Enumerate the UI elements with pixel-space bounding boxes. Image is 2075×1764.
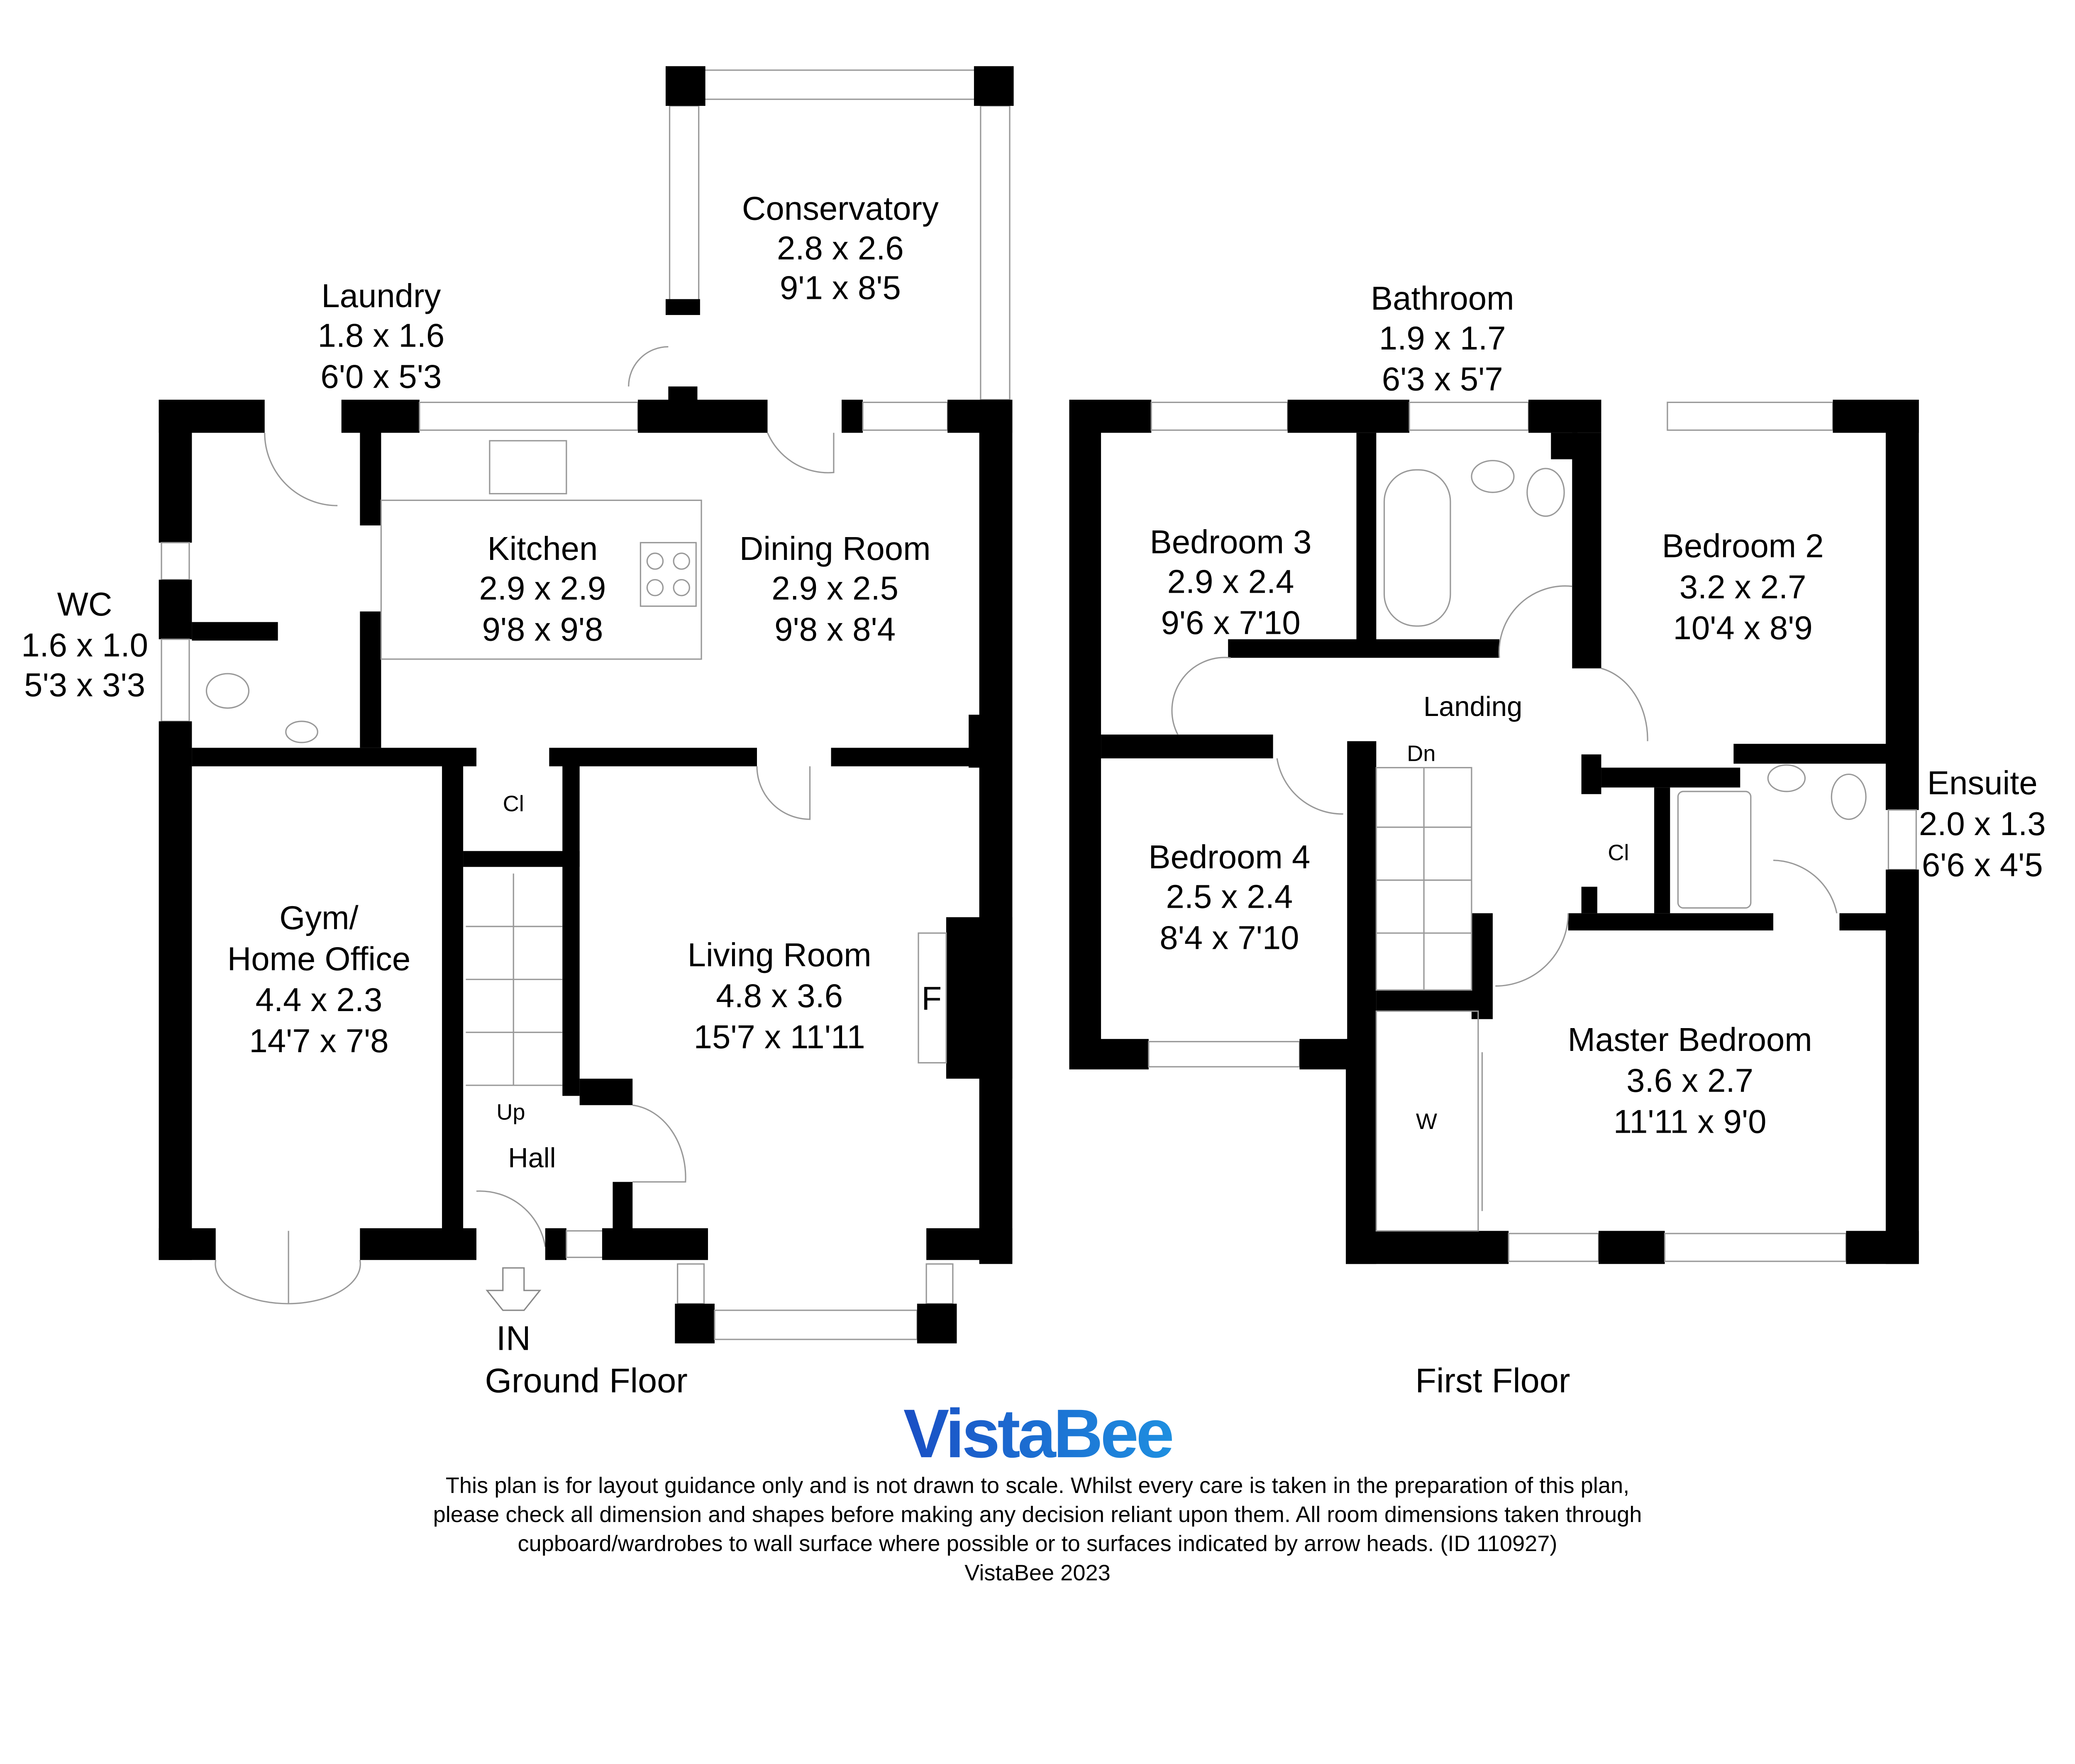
room-dimensions-metric: 2.9 x 2.5: [771, 570, 898, 607]
disclaimer-line: This plan is for layout guidance only an…: [446, 1473, 1629, 1498]
room-conservatory: Conservatory 2.8 x 2.6 9'1 x 8'5: [742, 190, 939, 306]
room-ensuite: Ensuite 2.0 x 1.3 6'6 x 4'5: [1919, 764, 2046, 883]
room-bathroom: Bathroom 1.9 x 1.7 6'3 x 5'7: [1371, 280, 1514, 398]
room-laundry: Laundry 1.8 x 1.6 6'0 x 5'3: [317, 277, 444, 395]
room-dimensions-imperial: 5'3 x 3'3: [24, 666, 145, 703]
room-name: Living Room: [688, 936, 872, 973]
cupboard-label: Cl: [503, 792, 524, 816]
disclaimer-line: cupboard/wardrobes to wall surface where…: [518, 1531, 1557, 1556]
room-dimensions-metric: 1.8 x 1.6: [317, 317, 444, 354]
room-dimensions-imperial: 9'1 x 8'5: [780, 269, 901, 306]
room-name: Bedroom 2: [1662, 527, 1824, 564]
room-dimensions-imperial: 6'3 x 5'7: [1382, 361, 1503, 398]
first-floor-title: First Floor: [1415, 1361, 1570, 1400]
room-dimensions-metric: 1.9 x 1.7: [1379, 320, 1506, 357]
first-floor-plan: [1069, 400, 1919, 1264]
disclaimer-line: please check all dimension and shapes be…: [433, 1502, 1642, 1527]
room-name: Kitchen: [487, 530, 598, 567]
room-bedroom-2: Bedroom 2 3.2 x 2.7 10'4 x 8'9: [1662, 527, 1824, 646]
entrance-arrow-icon: [486, 1267, 542, 1311]
room-name: Bedroom 4: [1148, 838, 1310, 875]
room-name-line2: Home Office: [227, 940, 410, 977]
room-dimensions-imperial: 15'7 x 11'11: [694, 1019, 865, 1055]
room-dimensions-metric: 3.6 x 2.7: [1626, 1062, 1753, 1099]
room-dimensions-imperial: 9'8 x 8'4: [774, 611, 896, 647]
room-dimensions-metric: 2.9 x 2.9: [479, 570, 606, 607]
stairs-up-label: Up: [496, 1100, 525, 1125]
stairs-down-label: Dn: [1407, 741, 1435, 766]
window: [703, 69, 976, 100]
room-master-bedroom: Master Bedroom 3.6 x 2.7 11'11 x 9'0: [1567, 1021, 1812, 1140]
room-kitchen: Kitchen 2.9 x 2.9 9'8 x 9'8: [479, 530, 606, 648]
landing-label: Landing: [1423, 691, 1522, 722]
window: [980, 105, 1011, 401]
room-name: WC: [57, 586, 112, 623]
wardrobe-label: W: [1416, 1109, 1437, 1134]
room-gym-home-office: Gym/ Home Office 4.4 x 2.3 14'7 x 7'8: [227, 899, 410, 1060]
entrance-label: IN: [496, 1319, 531, 1358]
copyright-line: VistaBee 2023: [964, 1560, 1111, 1585]
room-dimensions-imperial: 9'6 x 7'10: [1161, 604, 1300, 641]
floor-plan: Conservatory 2.8 x 2.6 9'1 x 8'5 Laundry…: [21, 66, 2046, 1585]
window: [669, 105, 700, 303]
room-dining-room: Dining Room 2.9 x 2.5 9'8 x 8'4: [740, 530, 931, 648]
room-dimensions-imperial: 9'8 x 9'8: [482, 611, 603, 647]
cupboard-label: Cl: [1608, 840, 1629, 865]
room-dimensions-metric: 2.0 x 1.3: [1919, 805, 2046, 842]
room-dimensions-imperial: 6'6 x 4'5: [1922, 846, 2043, 883]
room-dimensions-metric: 4.8 x 3.6: [716, 977, 843, 1014]
room-name: Laundry: [321, 277, 441, 314]
room-name: Gym/: [279, 899, 359, 936]
room-dimensions-metric: 2.5 x 2.4: [1166, 878, 1293, 915]
room-name: Bedroom 3: [1150, 523, 1312, 560]
vistabee-logo: VistaBee: [903, 1395, 1172, 1472]
ground-floor-title: Ground Floor: [485, 1361, 687, 1400]
room-dimensions-imperial: 6'0 x 5'3: [320, 358, 442, 395]
room-name: Master Bedroom: [1567, 1021, 1812, 1058]
room-dimensions-metric: 1.6 x 1.0: [21, 627, 148, 664]
fireplace-label: F: [922, 980, 942, 1017]
room-bedroom-4: Bedroom 4 2.5 x 2.4 8'4 x 7'10: [1148, 838, 1310, 956]
room-wc: WC 1.6 x 1.0 5'3 x 3'3: [21, 586, 148, 704]
room-name: Ensuite: [1927, 764, 2038, 801]
room-name: Dining Room: [740, 530, 931, 567]
room-dimensions-metric: 2.9 x 2.4: [1167, 563, 1294, 600]
room-dimensions-metric: 4.4 x 2.3: [256, 981, 383, 1018]
room-dimensions-metric: 2.8 x 2.6: [777, 230, 904, 266]
room-name: Conservatory: [742, 190, 939, 227]
room-dimensions-imperial: 10'4 x 8'9: [1673, 609, 1813, 646]
room-living-room: Living Room 4.8 x 3.6 15'7 x 11'11: [688, 936, 872, 1055]
room-bedroom-3: Bedroom 3 2.9 x 2.4 9'6 x 7'10: [1150, 523, 1312, 641]
room-name: Bathroom: [1371, 280, 1514, 317]
room-dimensions-imperial: 14'7 x 7'8: [249, 1022, 388, 1059]
room-dimensions-imperial: 11'11 x 9'0: [1614, 1103, 1767, 1140]
ground-floor-plan: [159, 66, 1014, 1344]
room-dimensions-metric: 3.2 x 2.7: [1680, 568, 1806, 605]
room-dimensions-imperial: 8'4 x 7'10: [1160, 919, 1299, 956]
hall-label: Hall: [508, 1142, 556, 1173]
